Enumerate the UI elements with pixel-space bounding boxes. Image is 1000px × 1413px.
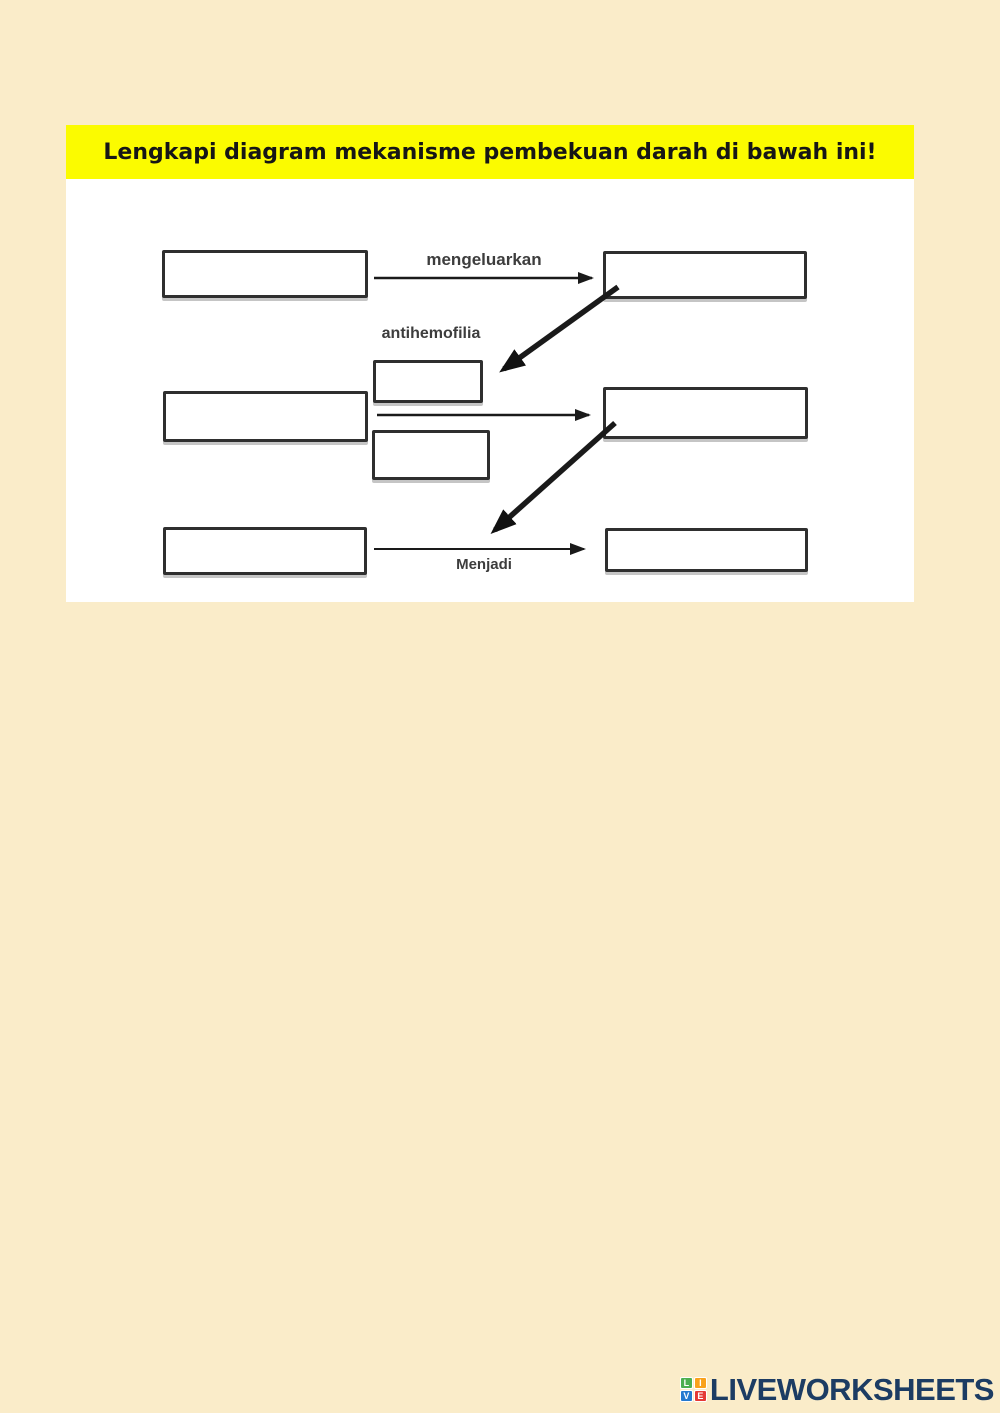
logo-square-i: I xyxy=(693,1377,707,1389)
arrow-diagonal-bottom xyxy=(490,420,617,534)
logo-square-l: L xyxy=(679,1377,693,1389)
page-title: Lengkapi diagram mekanisme pembekuan dar… xyxy=(103,139,877,165)
liveworksheets-logo: L I V E LIVEWORKSHEETS xyxy=(679,1372,995,1407)
answer-box-factor-top[interactable] xyxy=(373,360,483,403)
answer-box-row1-right[interactable] xyxy=(603,251,807,299)
logo-square-e: E xyxy=(693,1390,707,1402)
label-antihemofilia: antihemofilia xyxy=(381,325,481,342)
answer-box-factor-bottom[interactable] xyxy=(372,430,490,480)
arrow-diagonal-top xyxy=(499,284,620,373)
label-mengeluarkan: mengeluarkan xyxy=(426,250,542,269)
liveworksheets-logo-icon: L I V E xyxy=(679,1377,707,1402)
answer-box-row3-right[interactable] xyxy=(605,528,808,572)
title-banner: Lengkapi diagram mekanisme pembekuan dar… xyxy=(66,125,914,179)
answer-box-row2-left[interactable] xyxy=(163,391,368,442)
label-menjadi: Menjadi xyxy=(456,556,512,573)
worksheet-sheet: Lengkapi diagram mekanisme pembekuan dar… xyxy=(66,125,914,602)
answer-box-row2-right[interactable] xyxy=(603,387,808,439)
liveworksheets-logo-text: LIVEWORKSHEETS xyxy=(709,1372,995,1407)
logo-square-v: V xyxy=(679,1390,693,1402)
answer-box-row3-left[interactable] xyxy=(163,527,367,575)
answer-box-row1-left[interactable] xyxy=(162,250,368,298)
